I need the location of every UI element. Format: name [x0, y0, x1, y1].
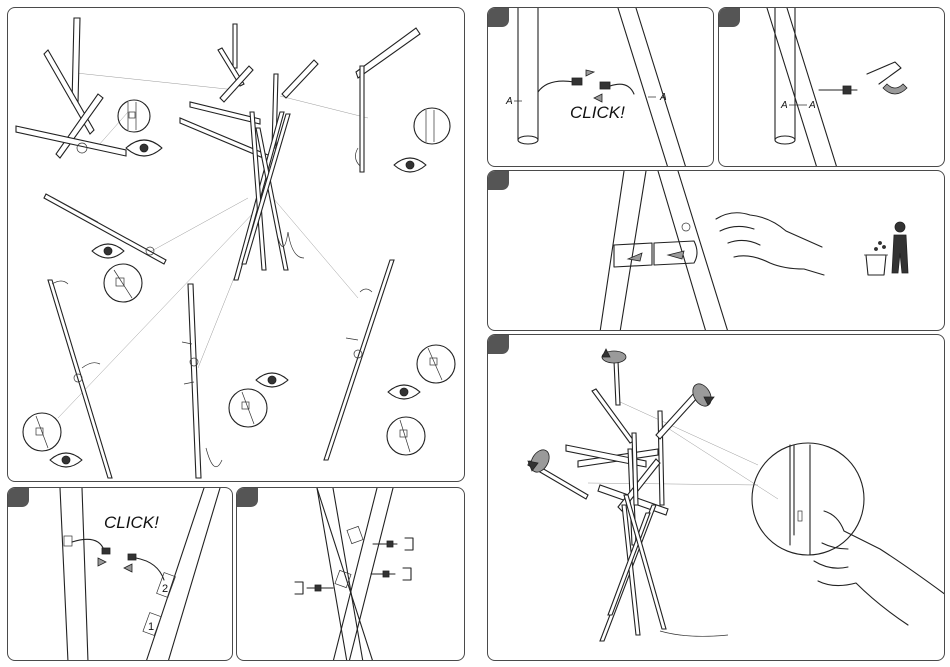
step-number-1: 1: [148, 621, 154, 633]
rotate-arrow-icon: [527, 447, 553, 476]
screw-illustration: A A: [719, 8, 945, 167]
detail-magnifier: [104, 264, 142, 302]
panel-step-final-adjust: [487, 334, 945, 661]
hand-icon: [814, 511, 945, 625]
final-assembly-illustration: [488, 335, 945, 661]
eye-icon: [126, 140, 162, 156]
marker-a-right: A: [659, 92, 667, 103]
click-label: CLICK!: [570, 103, 625, 122]
click-label: CLICK!: [104, 513, 159, 532]
loose-tube-bottom-center: [182, 284, 222, 478]
hand-icon: [716, 213, 824, 275]
bolts-illustration: [237, 488, 465, 661]
step-number-2: 2: [162, 583, 168, 595]
panel-step-wire-connector: CLICK! A A: [487, 7, 714, 167]
eye-icon: [388, 385, 420, 399]
detail-magnifier: [752, 443, 864, 555]
panel-overview: [7, 7, 465, 482]
eye-icon: [256, 373, 288, 387]
label-removal-illustration: [488, 171, 945, 331]
loose-tube-right: [355, 28, 420, 172]
marker-a-right: A: [808, 100, 816, 111]
overview-illustration: [8, 8, 465, 482]
panel-step-screw: A A: [718, 7, 945, 167]
detail-magnifier: [23, 413, 61, 451]
connector-illustration: CLICK! 2 1: [8, 488, 233, 661]
rotate-arrow-icon: [689, 381, 715, 410]
panel-step-bolts: [236, 487, 465, 661]
detail-magnifier: [387, 417, 425, 455]
marker-a-left: A: [505, 96, 513, 107]
marker-a-left: A: [780, 100, 788, 111]
assembled-frame: [180, 24, 318, 280]
detail-magnifier: [229, 389, 267, 427]
loose-tubes-group: [16, 18, 126, 158]
eye-icon: [394, 158, 426, 172]
eye-icon: [92, 244, 124, 258]
wire-illustration: CLICK! A A: [488, 8, 714, 167]
eye-icon: [50, 453, 82, 467]
panel-step-connector-click: CLICK! 2 1: [7, 487, 233, 661]
panel-step-remove-label: [487, 170, 945, 331]
trash-bin-icon: [864, 222, 908, 275]
rotate-arrow-icon: [602, 349, 626, 363]
detail-magnifier: [118, 100, 150, 132]
detail-magnifier: [417, 345, 455, 383]
loose-tube-bottom-left: [48, 280, 112, 478]
detail-magnifier: [414, 108, 450, 144]
loose-tube-bottom-right: [324, 260, 394, 460]
